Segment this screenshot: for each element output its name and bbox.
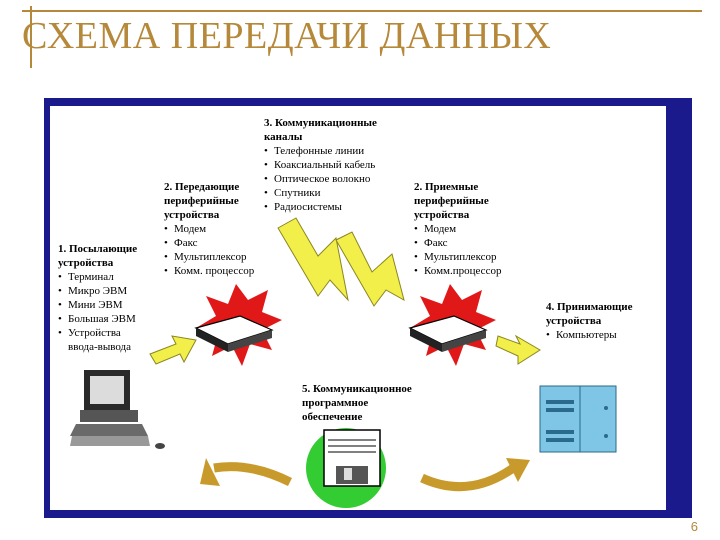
receiving-periph-item-3: Комм.процессор bbox=[414, 264, 501, 278]
curved-arrow-right bbox=[420, 462, 519, 492]
mainframe-icon bbox=[539, 385, 617, 453]
computer-icon bbox=[70, 370, 165, 449]
sending-block: 1. Посылающие устройства Терминал Микро … bbox=[58, 242, 137, 354]
sending-heading: 1. Посылающие устройства bbox=[58, 243, 138, 269]
sending-item-1: Микро ЭВМ bbox=[58, 284, 137, 298]
curved-arrow-left-head bbox=[200, 458, 220, 486]
modem-left-icon bbox=[194, 315, 274, 352]
title-rule-left bbox=[30, 6, 32, 68]
floppy-disk-icon bbox=[323, 429, 381, 487]
channels-item-1: Коаксиальный кабель bbox=[264, 158, 377, 172]
title-rule-top bbox=[22, 10, 702, 12]
sending-item-0: Терминал bbox=[58, 270, 137, 284]
curved-arrow-right-head bbox=[506, 458, 530, 482]
lightning-right-icon bbox=[335, 231, 405, 307]
channels-item-0: Телефонные линии bbox=[264, 144, 377, 158]
modem-right-icon bbox=[408, 315, 488, 352]
receiving-periph-heading: 2. Приемные периферийные устройства bbox=[414, 181, 489, 221]
curved-arrow-left bbox=[213, 462, 293, 487]
transmitting-item-0: Модем bbox=[164, 222, 254, 236]
receiving-periph-item-0: Модем bbox=[414, 222, 501, 236]
receiving-heading: 4. Принимающие устройства bbox=[546, 301, 633, 327]
slide-title: СХЕМА ПЕРЕДАЧИ ДАННЫХ bbox=[22, 15, 552, 57]
channels-item-4: Радиосистемы bbox=[264, 200, 377, 214]
channels-item-2: Оптическое волокно bbox=[264, 172, 377, 186]
transmitting-block: 2. Передающие периферийные устройства Мо… bbox=[164, 180, 254, 278]
lightning-left-icon bbox=[277, 217, 349, 302]
software-block: 5. Коммуникационное программное обеспече… bbox=[302, 382, 412, 424]
channels-block: 3. Коммуникационные каналы Телефонные ли… bbox=[264, 116, 377, 214]
software-heading: 5. Коммуникационное программное обеспече… bbox=[302, 383, 412, 423]
transmitting-item-1: Факс bbox=[164, 236, 254, 250]
receiving-item-0: Компьютеры bbox=[546, 328, 633, 342]
transmitting-item-2: Мультиплексор bbox=[164, 250, 254, 264]
yellow-arrow-right bbox=[495, 334, 541, 365]
yellow-arrow-left bbox=[149, 335, 197, 365]
receiving-periph-block: 2. Приемные периферийные устройства Моде… bbox=[414, 180, 501, 278]
sending-item-4: Устройства ввода-вывода bbox=[58, 326, 137, 354]
receiving-block: 4. Принимающие устройства Компьютеры bbox=[546, 300, 633, 342]
receiving-periph-item-1: Факс bbox=[414, 236, 501, 250]
page-number: 6 bbox=[690, 519, 698, 534]
sending-item-3: Большая ЭВМ bbox=[58, 312, 137, 326]
receiving-periph-item-2: Мультиплексор bbox=[414, 250, 501, 264]
channels-heading: 3. Коммуникационные каналы bbox=[264, 117, 377, 143]
channels-item-3: Спутники bbox=[264, 186, 377, 200]
transmitting-item-3: Комм. процессор bbox=[164, 264, 254, 278]
sending-item-2: Мини ЭВМ bbox=[58, 298, 137, 312]
transmitting-heading: 2. Передающие периферийные устройства bbox=[164, 181, 240, 221]
